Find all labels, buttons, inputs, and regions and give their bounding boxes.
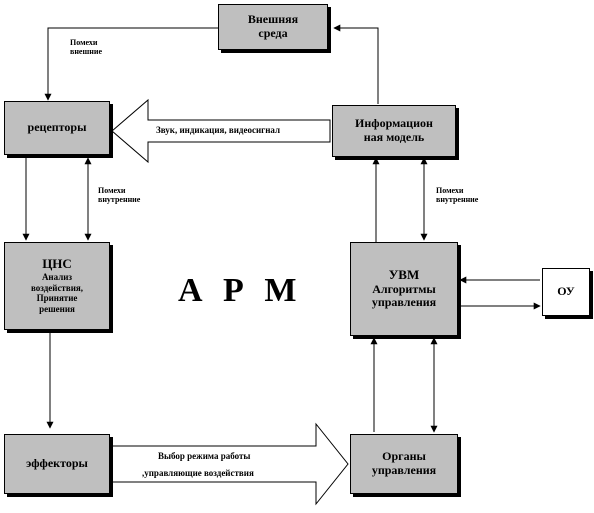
hollow-arrow-to-retseptory xyxy=(111,98,331,164)
node-vneshnyaya-sreda-line2: среда xyxy=(258,26,288,40)
node-vneshnyaya-sreda-line1: Внешняя xyxy=(247,12,299,27)
node-tsns: ЦНС Анализ воздействия, Принятие решения xyxy=(4,242,110,330)
node-inf-model: Информацион ная модель xyxy=(332,105,456,157)
node-inf-model-line1: Информацион xyxy=(355,116,433,131)
note-pomekhi-vnutr-left-line1: Помехи xyxy=(98,186,126,195)
node-uvm-sub2: управления xyxy=(371,295,437,310)
note-pomekhi-vneshnie: Помехи внешние xyxy=(70,38,102,56)
note-pomekhi-vneshnie-line2: внешние xyxy=(70,47,103,57)
note-pomekhi-vneshnie-line1: Помехи xyxy=(70,38,98,47)
node-organy-line2: управления xyxy=(371,463,437,477)
node-uvm: УВМ Алгоритмы управления xyxy=(350,242,458,336)
node-inf-model-line2: ная модель xyxy=(363,130,425,144)
line-model-to-sreda xyxy=(333,24,379,104)
center-title-arm: А Р М xyxy=(178,272,303,309)
arrow-label-bottom-1: Выбор режима работы xyxy=(158,451,251,461)
node-retseptory-label: рецепторы xyxy=(27,120,87,135)
note-pomekhi-vnutr-left: Помехи внутренние xyxy=(98,186,140,204)
arrow-label-top: Звук, индикация, видеосигнал xyxy=(156,125,281,135)
node-organy: Органы управления xyxy=(350,434,458,494)
line-sreda-to-retseptory xyxy=(44,27,218,101)
node-vneshnyaya-sreda: Внешняя среда xyxy=(218,4,328,50)
note-pomekhi-vnutr-right-line2: внутренние xyxy=(436,195,479,205)
node-uvm-sub1: Алгоритмы xyxy=(372,281,436,296)
node-retseptory: рецепторы xyxy=(4,101,110,155)
node-organy-line1: Органы xyxy=(382,449,426,464)
arrow-label-bottom-2: ,управляющие воздействия xyxy=(142,468,254,478)
note-pomekhi-vnutr-left-line2: внутренние xyxy=(98,195,141,205)
node-tsns-sub3: Принятие xyxy=(36,293,78,304)
node-effektory-label: эффекторы xyxy=(26,456,88,471)
node-effektory: эффекторы xyxy=(4,434,110,494)
node-ou: ОУ xyxy=(542,268,590,316)
note-pomekhi-vnutr-right: Помехи внутренние xyxy=(436,186,478,204)
node-tsns-sub2: воздействия, xyxy=(30,282,84,293)
node-tsns-sub4: решения xyxy=(39,304,75,315)
node-ou-label: ОУ xyxy=(557,284,575,299)
hollow-arrow-to-organy xyxy=(111,422,349,506)
node-tsns-title: ЦНС xyxy=(42,255,72,271)
note-pomekhi-vnutr-right-line1: Помехи xyxy=(436,186,464,195)
node-uvm-title: УВМ xyxy=(388,266,420,282)
node-tsns-sub1: Анализ xyxy=(41,271,73,282)
